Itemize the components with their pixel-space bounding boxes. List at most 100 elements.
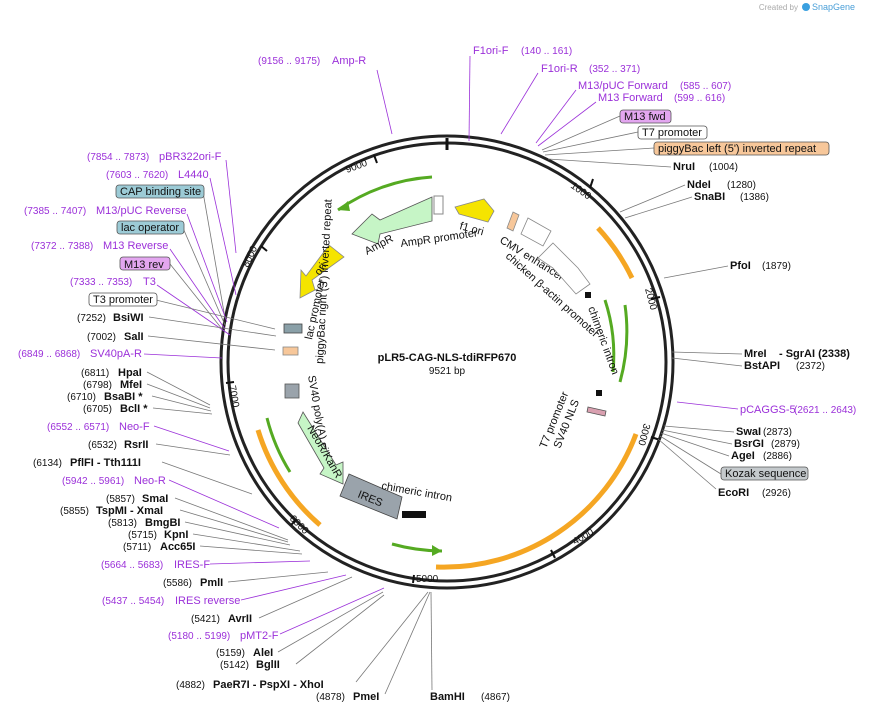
- cmv-small-box: [506, 211, 520, 232]
- primer-m13-puc-reverse: M13/pUC Reverse: [96, 205, 186, 217]
- site-rsrii-pos: (6532): [88, 440, 117, 451]
- site-bamhi: BamHI: [430, 691, 465, 703]
- primer-m13-puc-reverse-pos: (7385 .. 7407): [24, 206, 86, 217]
- site-sali: SalI: [124, 331, 144, 343]
- primer-pmt2-f-pos: (5180 .. 5199): [168, 631, 230, 642]
- ring-green-left: [265, 417, 292, 473]
- ring-orange-top-right: [596, 226, 635, 280]
- left-sites: (7252) BsiWI (7002) SalI (6849 .. 6868) …: [18, 312, 385, 671]
- primer-pbr322ori-f-pos: (7854 .. 7873): [87, 152, 149, 163]
- chimeric-intron-top-label: chimeric intron: [585, 305, 621, 376]
- primer-pcaggs-5-pos: (2621 .. 2643): [794, 405, 856, 416]
- piggybac-left-box: [653, 141, 830, 156]
- primer-m13-reverse: M13 Reverse: [103, 240, 168, 252]
- site-avrii-pos: (5421): [191, 614, 220, 625]
- tick-2000: 2000: [642, 287, 658, 312]
- ori-label: ori: [312, 261, 329, 278]
- site-pmei: PmeI: [353, 691, 379, 703]
- ring-green-right-1: [603, 299, 616, 373]
- site-pfoi-pos: (1879): [762, 261, 791, 272]
- ampr-promoter-label: AmpR promoter: [400, 227, 479, 250]
- site-snabi: SnaBI: [694, 191, 725, 203]
- site-mfei: MfeI: [120, 379, 142, 391]
- site-smai: SmaI: [142, 493, 168, 505]
- ring-green-right-2: [618, 304, 629, 383]
- tick-1000: 1000: [568, 180, 593, 202]
- m13-rev-label: M13 rev: [124, 259, 164, 271]
- primer-l4440: L4440: [178, 169, 209, 181]
- primer-neo-r: Neo-R: [134, 475, 166, 487]
- m13-rev-box: [119, 256, 171, 271]
- site-pmli: PmlI: [200, 577, 223, 589]
- sv40-nls-box: [586, 406, 607, 417]
- bottom-sites: (4882) PaeR7I - PspXI - XhoI (4878) PmeI…: [176, 591, 510, 703]
- site-ndei: NdeI: [687, 179, 711, 191]
- ring-green-bottom-arrow: [432, 545, 442, 556]
- t3-promoter-label: T3 promoter: [93, 294, 153, 306]
- site-kpni: KpnI: [164, 529, 188, 541]
- site-acc65i-pos: (5711): [123, 542, 151, 553]
- primer-pcaggs-5: pCAGGS-5: [740, 404, 796, 416]
- site-pmli-pos: (5586): [163, 578, 192, 589]
- site-bamhi-pos: (4867): [481, 692, 510, 703]
- chicken-actin-box: [537, 242, 591, 295]
- site-smai-pos: (5857): [106, 494, 135, 505]
- lac-promoter-box: [283, 323, 303, 334]
- ring-green-top-arrow: [338, 201, 350, 211]
- site-avrii: AvrII: [228, 613, 252, 625]
- primer-m13-reverse-pos: (7372 .. 7388): [31, 241, 93, 252]
- t7-mark: [596, 390, 602, 396]
- ampr-arrow: [351, 196, 433, 245]
- primer-pmt2-f: pMT2-F: [240, 630, 279, 642]
- t3-promoter-box: [88, 292, 158, 307]
- tick-8000: 8000: [241, 244, 261, 269]
- neor-arrow: [297, 411, 344, 485]
- site-rsrii: RsrII: [124, 439, 148, 451]
- primer-m13-forward-pos: (599 .. 616): [674, 93, 725, 104]
- site-paer7i-pos: (4882): [176, 680, 205, 691]
- cap-binding-label: CAP binding site: [120, 186, 201, 198]
- m13-fwd-box: [619, 109, 672, 124]
- snapgene-logo-icon: [802, 3, 810, 11]
- ires-box: [339, 473, 403, 520]
- t7-promoter-top-box: [637, 125, 708, 140]
- primer-f1ori-r-pos: (352 .. 371): [589, 64, 640, 75]
- ring-orange-left: [255, 429, 322, 527]
- site-bsrgi: BsrGI: [734, 438, 764, 450]
- piggybac-left-label: piggyBac left (5') inverted repeat: [658, 143, 816, 155]
- site-bglii-pos: (5142): [220, 660, 249, 671]
- m13-fwd-label: M13 fwd: [624, 111, 666, 123]
- site-ndei-pos: (1280): [727, 180, 756, 191]
- f1-ori-arrow: [454, 198, 495, 223]
- site-bcli: BclI *: [120, 403, 148, 415]
- site-ecori-pos: (2926): [762, 488, 791, 499]
- primer-ires-reverse-pos: (5437 .. 5454): [102, 596, 164, 607]
- ring-features: [255, 175, 639, 570]
- site-pfoi: PfoI: [730, 260, 751, 272]
- chimeric-intron-bottom-bar: [402, 511, 426, 518]
- primer-sv40pa-r-pos: (6849 .. 6868): [18, 349, 80, 360]
- site-tspmi: TspMI - XmaI: [96, 505, 163, 517]
- site-alei-pos: (5159): [216, 648, 245, 659]
- site-hpai: HpaI: [118, 367, 142, 379]
- site-acc65i: Acc65I: [160, 541, 195, 553]
- right-sites: NruI (1004) NdeI (1280) SnaBI (1386) Pfo…: [547, 158, 856, 499]
- site-snabi-pos: (1386): [740, 192, 769, 203]
- site-bmgbi-pos: (5813): [108, 518, 137, 529]
- primer-m13-puc-forward: M13/pUC Forward: [578, 80, 668, 92]
- site-bsiwi-pos: (7252): [77, 313, 106, 324]
- cmv-enhancer-box: [520, 217, 552, 247]
- primer-f1ori-f-pos: (140 .. 161): [521, 46, 572, 57]
- primer-neo-f: Neo-F: [119, 421, 150, 433]
- top-right-boxes: M13 fwd T7 promoter piggyBac left (5') i…: [541, 109, 830, 156]
- site-swai: SwaI: [736, 426, 761, 438]
- primer-ires-f-pos: (5664 .. 5683): [101, 560, 163, 571]
- primer-amp-r-pos: (9156 .. 9175): [258, 56, 320, 67]
- site-agei: AgeI: [731, 450, 755, 462]
- primer-t3-pos: (7333 .. 7353): [70, 277, 132, 288]
- site-alei: AleI: [253, 647, 273, 659]
- site-agei-pos: (2886): [763, 451, 792, 462]
- ring-orange-bottom: [435, 433, 639, 570]
- lac-operator-label: lac operator: [121, 222, 179, 234]
